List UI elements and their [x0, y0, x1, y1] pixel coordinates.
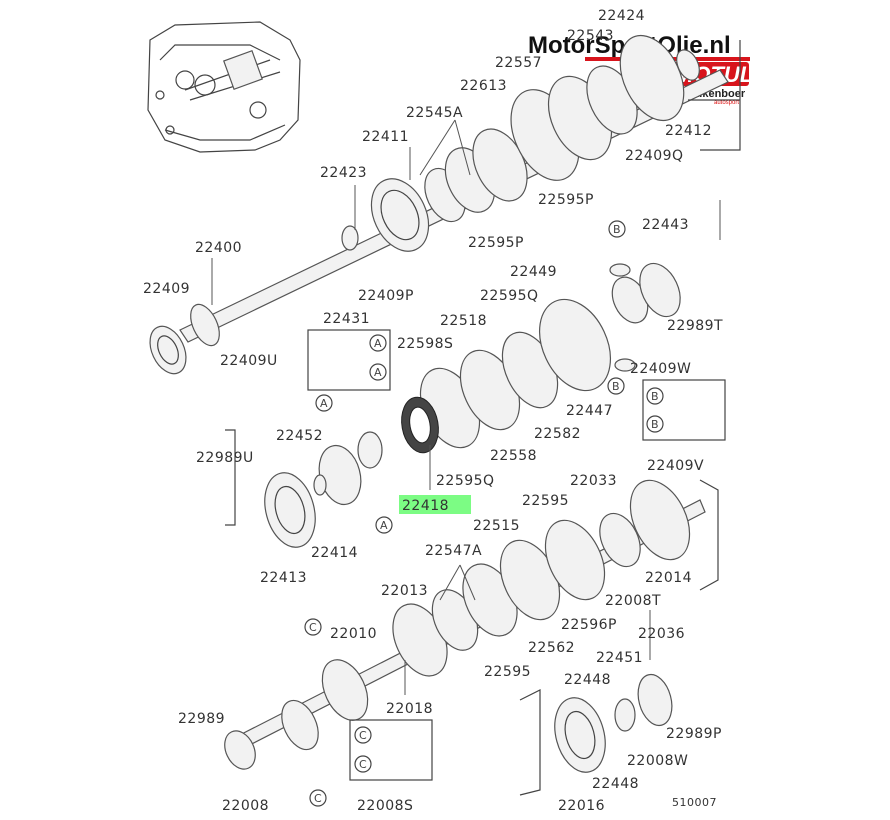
part-label: 22036: [638, 626, 685, 642]
part-label: 22545A: [406, 105, 463, 121]
part-label: 22449: [510, 264, 557, 280]
part-label: 22409: [143, 281, 190, 297]
part-label: 22989P: [666, 726, 722, 742]
callout-letter-C: C: [309, 621, 317, 634]
part-label: 22595Q: [480, 288, 539, 304]
part-label: 22595P: [538, 192, 594, 208]
part-label: 22596P: [561, 617, 617, 633]
callout-letter-A: A: [374, 366, 382, 379]
part-label: 22409V: [647, 458, 704, 474]
diagram-code: 510007: [672, 796, 717, 809]
part-label: 22557: [495, 55, 542, 71]
part-label: 22010: [330, 626, 377, 642]
part-label: 22518: [440, 313, 487, 329]
callout-letter-C: C: [314, 792, 322, 805]
part-label: 22443: [642, 217, 689, 233]
part-label: 22412: [665, 123, 712, 139]
part-label: 22598S: [397, 336, 453, 352]
part-label: 22582: [534, 426, 581, 442]
part-label: 22448: [564, 672, 611, 688]
callout-letter-A: A: [320, 397, 328, 410]
part-label: 22413: [260, 570, 307, 586]
lower-shaft: [224, 479, 706, 773]
part-label: 22411: [362, 129, 409, 145]
part-label: 22595: [522, 493, 569, 509]
group-box-C: [349, 719, 433, 781]
part-label: 22409U: [220, 353, 278, 369]
part-label: 22008S: [357, 798, 413, 814]
dealer-sub: autosport: [714, 100, 739, 106]
part-label: 22424: [598, 8, 645, 24]
part-label: 22013: [381, 583, 428, 599]
group-box-B: [642, 379, 726, 441]
part-label: 22409W: [630, 361, 691, 377]
main-shaft-upper: [149, 34, 729, 375]
part-label: 22008T: [605, 593, 661, 609]
part-label: 22989T: [667, 318, 723, 334]
part-label: 22008W: [627, 753, 688, 769]
part-label: 22562: [528, 640, 575, 656]
part-label: 22008: [222, 798, 269, 814]
callout-letter-A: A: [380, 519, 388, 532]
part-label: 22451: [596, 650, 643, 666]
leader-lines: [211, 119, 721, 695]
highlight-22418: [399, 495, 471, 514]
part-label-highlighted: 22418: [402, 498, 449, 514]
callout-letter-B: B: [612, 380, 620, 393]
part-label: 22452: [276, 428, 323, 444]
part-label: 22018: [386, 701, 433, 717]
part-label: 22989U: [196, 450, 254, 466]
part-label: 22431: [323, 311, 370, 327]
callout-letter-B: B: [613, 223, 621, 236]
part-label: 22448: [592, 776, 639, 792]
part-label: 22423: [320, 165, 367, 181]
part-label: 22409Q: [625, 148, 684, 164]
part-label: 22595: [484, 664, 531, 680]
part-label: 22547A: [425, 543, 482, 559]
callout-letter-B: B: [651, 418, 659, 431]
part-label: 22558: [490, 448, 537, 464]
part-label: 22595P: [468, 235, 524, 251]
middle-shaft: [264, 262, 681, 548]
part-label: 22400: [195, 240, 242, 256]
callout-letter-C: C: [359, 729, 367, 742]
part-label: 22409P: [358, 288, 414, 304]
callout-groups: [225, 40, 741, 796]
callout-circles: A A A A B B B B C C C C: [304, 220, 664, 807]
part-label: 22016: [558, 798, 605, 814]
part-label: 22595Q: [436, 473, 495, 489]
transmission-case-inset: [147, 21, 301, 153]
part-label: 22989: [178, 711, 225, 727]
group-box-A: [307, 329, 391, 391]
part-label: 22414: [311, 545, 358, 561]
part-labels: 22424 22543 22557 22613 22545A 22411 224…: [143, 8, 723, 814]
part-label: 22447: [566, 403, 613, 419]
callout-letter-B: B: [651, 390, 659, 403]
part-label: 22033: [570, 473, 617, 489]
part-label: 22014: [645, 570, 692, 586]
part-label: 22543: [567, 28, 614, 44]
part-label: 22613: [460, 78, 507, 94]
part-label: 22515: [473, 518, 520, 534]
callout-letter-C: C: [359, 758, 367, 771]
callout-letter-A: A: [374, 337, 382, 350]
